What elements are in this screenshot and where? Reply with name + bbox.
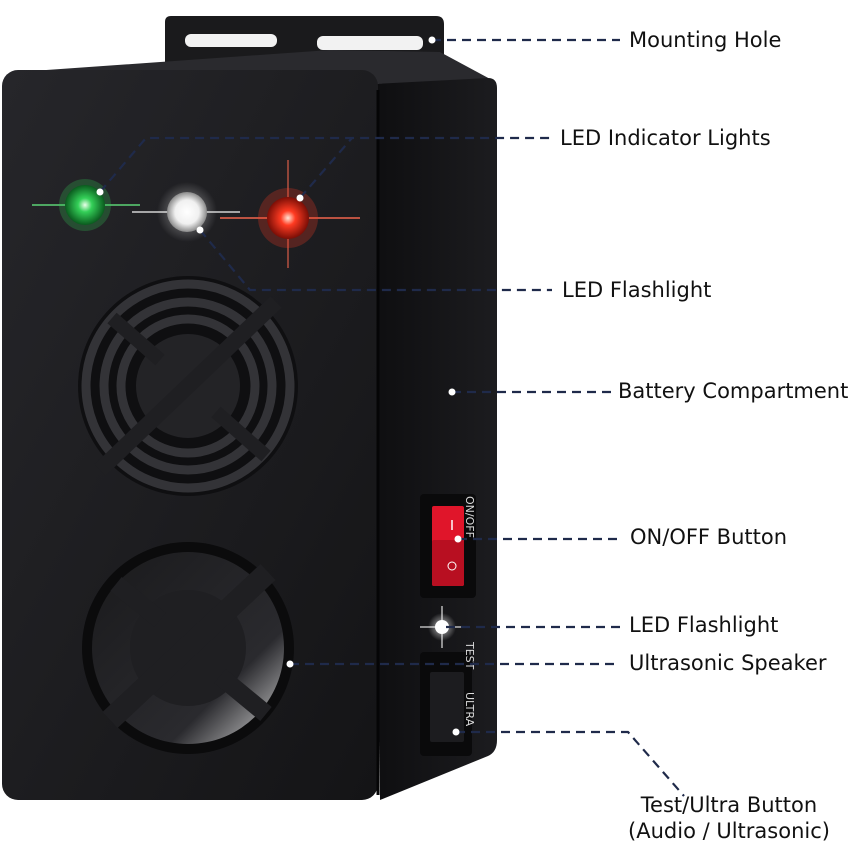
label-led-flashlight-top: LED Flashlight [562,278,712,302]
label-ultrasonic-speaker: Ultrasonic Speaker [629,651,827,675]
label-onoff-button: ON/OFF Button [630,525,788,549]
leader-endpoints [96,36,462,736]
mounting-bracket [165,16,444,62]
side-led-flashlight [420,606,464,648]
white-led [167,192,207,232]
leader-test-ultra [456,730,685,797]
leader-led-indicator-green [99,136,550,193]
label-led-indicator-lights: LED Indicator Lights [560,126,771,150]
mounting-hole-left [185,34,277,47]
upper-speaker-grille [78,276,298,496]
ultrasonic-speaker [82,542,294,754]
label-test-ultra-button: Test/Ultra Button (Audio / Ultrasonic) [612,792,846,844]
label-led-flashlight-side: LED Flashlight [629,613,779,637]
label-mounting-hole: Mounting Hole [629,28,782,52]
mounting-hole-right [317,36,423,50]
test-switch-text: TEST [463,641,476,670]
test-ultra-switch[interactable]: TEST ULTRA [420,641,476,756]
device-side-face [374,78,497,800]
ultra-switch-text: ULTRA [463,692,476,727]
label-test-ultra-line1: Test/Ultra Button [640,793,818,817]
green-led [65,185,105,225]
label-battery-compartment: Battery Compartment [618,379,849,403]
leader-led-indicator-red [299,137,353,199]
red-led [267,197,309,239]
leader-led-flashlight-top [199,229,552,292]
onoff-switch-text: ON/OFF [463,496,476,538]
label-test-ultra-line2: (Audio / Ultrasonic) [628,819,830,843]
leader-lines [99,38,685,797]
onoff-switch[interactable]: ON/OFF [420,494,476,598]
